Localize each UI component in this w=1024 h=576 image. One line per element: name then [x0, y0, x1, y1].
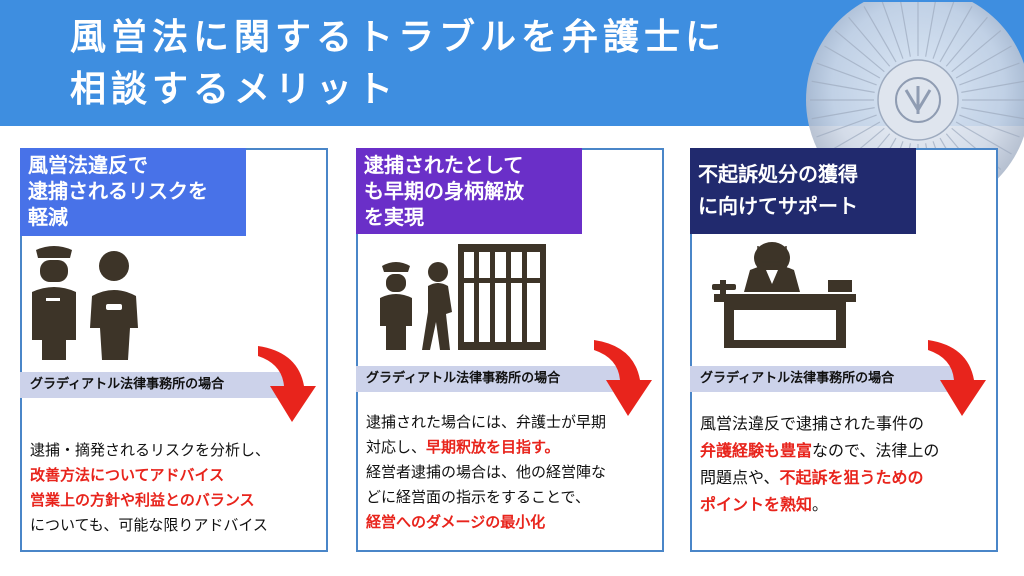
body-highlight: 改善方法についてアドバイス	[30, 466, 225, 484]
body-line: 問題点や、不起訴を狙うための	[700, 464, 996, 491]
body-text-segment: なので、法律上の	[812, 441, 940, 460]
card-title-line: も早期の身柄解放	[364, 179, 524, 203]
firm-subheading: グラディアトル法律事務所の場合	[690, 366, 962, 392]
body-line: 逮捕・摘発されるリスクを分析し、	[30, 441, 271, 459]
card-title: 風営法違反で 逮捕されるリスクを 軽減	[20, 148, 246, 236]
curved-red-arrow-icon	[258, 346, 316, 422]
benefit-card-risk-reduction: 風営法違反で 逮捕されるリスクを 軽減 グラディアトル法律事務所の場合 逮捕・摘…	[20, 148, 328, 552]
card-title: 不起訴処分の獲得 に向けてサポート	[690, 148, 916, 234]
body-line: どに経営面の指示をすることで、	[366, 488, 590, 506]
card-title: 逮捕されたとして も早期の身柄解放 を実現	[356, 148, 582, 234]
body-highlight: 弁護経験も豊富	[700, 441, 813, 460]
body-line: についても、可能な限りアドバイス	[30, 516, 268, 534]
body-highlight: 不起訴を狙うための	[779, 468, 924, 487]
firm-subheading: グラディアトル法律事務所の場合	[20, 372, 292, 398]
body-line: 風営法違反で逮捕された事件の	[700, 414, 925, 433]
firm-subheading: グラディアトル法律事務所の場合	[356, 366, 628, 392]
body-highlight: 早期釈放を目指す。	[426, 438, 560, 456]
body-line: 弁護経験も豊富なので、法律上の	[700, 437, 996, 464]
body-text-segment: 問題点や、	[700, 468, 780, 487]
page-title-line-2: 相談するメリット	[70, 69, 399, 110]
body-line: 経営者逮捕の場合は、他の経営陣な	[366, 463, 607, 481]
judge-at-bench-icon	[712, 242, 856, 348]
body-highlight: 営業上の方針や利益とのバランス	[30, 491, 255, 509]
card-body: 風営法違反で逮捕された事件の 弁護経験も豊富なので、法律上の 問題点や、不起訴を…	[700, 410, 996, 518]
body-line: 逮捕された場合には、弁護士が早期	[366, 413, 607, 431]
body-text-segment: 対応し、	[366, 438, 427, 456]
page-title: 風営法に関するトラブルを弁護士に 相談するメリット	[70, 12, 726, 116]
card-title-line: を実現	[364, 205, 424, 229]
body-line: ポイントを熟知。	[700, 491, 996, 518]
page-title-line-1: 風営法に関するトラブルを弁護士に	[70, 17, 727, 58]
curved-red-arrow-icon	[928, 340, 986, 416]
curved-red-arrow-icon	[594, 340, 652, 416]
card-title-line: 不起訴処分の獲得	[698, 162, 858, 186]
body-line: 対応し、早期釈放を目指す。	[366, 435, 662, 460]
body-highlight: 経営へのダメージの最小化	[366, 513, 546, 531]
body-highlight: ポイントを熟知	[700, 495, 813, 514]
card-body: 逮捕・摘発されるリスクを分析し、 改善方法についてアドバイス 営業上の方針や利益…	[30, 438, 326, 538]
prison-cell-release-icon	[380, 244, 546, 350]
card-title-line: 逮捕されるリスクを	[28, 179, 208, 203]
card-title-line: 逮捕されたとして	[364, 153, 524, 177]
card-body: 逮捕された場合には、弁護士が早期 対応し、早期釈放を目指す。 経営者逮捕の場合は…	[366, 410, 662, 535]
police-officer-and-suspect-icon	[32, 246, 138, 360]
card-title-line: 風営法違反で	[28, 153, 148, 177]
benefit-card-non-prosecution: 不起訴処分の獲得 に向けてサポート グラディアトル法律事務所の場合 風営法違反で…	[690, 148, 998, 552]
body-text-segment: 。	[812, 495, 829, 514]
card-title-line: に向けてサポート	[698, 194, 858, 218]
card-title-line: 軽減	[28, 205, 68, 229]
benefit-card-early-release: 逮捕されたとして も早期の身柄解放 を実現 グラディアトル法律事務所の場合 逮捕…	[356, 148, 664, 552]
